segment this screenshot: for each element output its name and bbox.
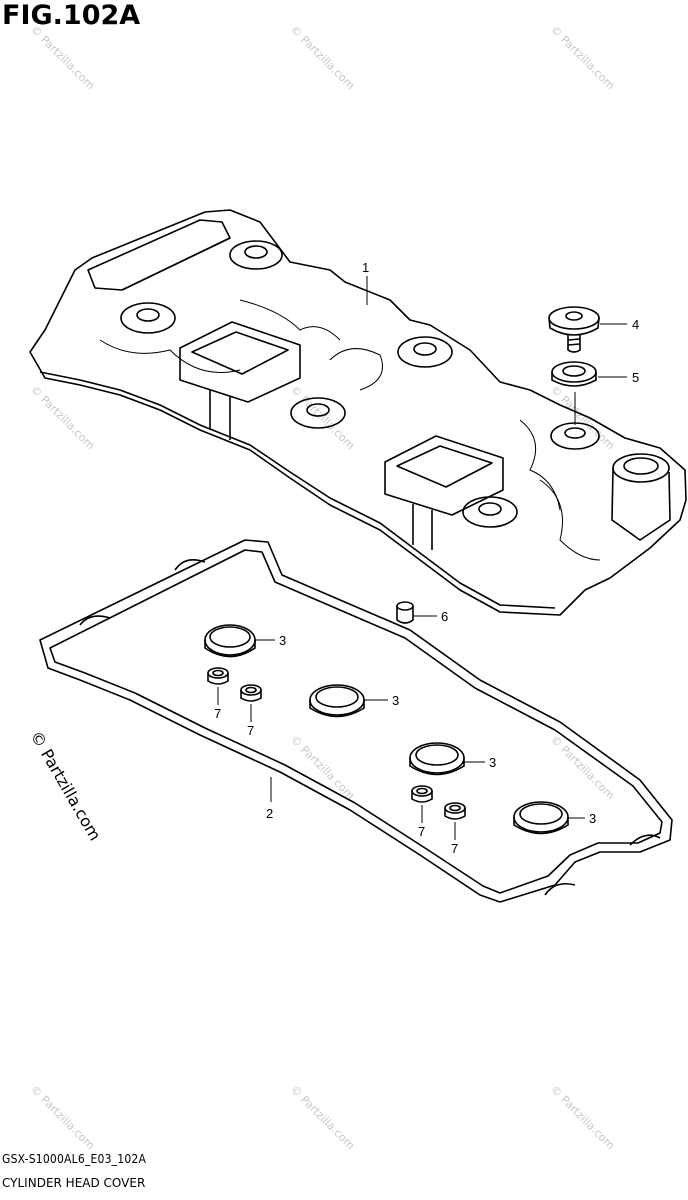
o-ring-illustrations — [207, 667, 466, 820]
callout-6: 6 — [441, 609, 448, 624]
callouts: 1 2 3 3 3 3 4 5 6 7 7 7 7 — [214, 260, 639, 856]
callout-3: 3 — [279, 633, 286, 648]
watermark: © Partzilla.com — [288, 1083, 357, 1152]
callout-7: 7 — [214, 706, 221, 721]
watermark: © Partzilla.com — [548, 1083, 617, 1152]
watermark-prominent: © Partzilla.com — [27, 728, 105, 844]
plug-seal-illustrations — [204, 624, 569, 835]
leader-lines — [217, 276, 627, 840]
callout-3: 3 — [489, 755, 496, 770]
model-code: GSX-S1000AL6_E03_102A — [2, 1152, 147, 1166]
watermark: © Partzilla.com — [548, 383, 617, 452]
gasket-illustration — [39, 539, 673, 903]
callout-2: 2 — [266, 806, 273, 821]
figure-caption: CYLINDER HEAD COVER — [2, 1176, 146, 1190]
dowel-pin-illustration — [396, 601, 414, 624]
watermark: © Partzilla.com — [288, 383, 357, 452]
callout-4: 4 — [632, 317, 639, 332]
watermark: © Partzilla.com — [548, 23, 617, 92]
watermark: © Partzilla.com — [28, 23, 97, 92]
callout-3: 3 — [392, 693, 399, 708]
washer-illustration — [551, 361, 597, 387]
callout-7: 7 — [247, 723, 254, 738]
watermark: © Partzilla.com — [288, 733, 357, 802]
figure-title: FIG.102A — [2, 0, 141, 31]
callout-7: 7 — [451, 841, 458, 856]
watermark: © Partzilla.com — [288, 23, 357, 92]
callout-7: 7 — [418, 824, 425, 839]
callout-3: 3 — [589, 811, 596, 826]
callout-1: 1 — [362, 260, 369, 275]
watermark: © Partzilla.com — [28, 1083, 97, 1152]
cylinder-head-cover-illustration — [29, 209, 687, 616]
watermark: © Partzilla.com — [28, 383, 97, 452]
callout-5: 5 — [632, 370, 639, 385]
watermarks: © Partzilla.com © Partzilla.com © Partzi… — [27, 23, 618, 1152]
bolt-illustration — [548, 306, 600, 353]
